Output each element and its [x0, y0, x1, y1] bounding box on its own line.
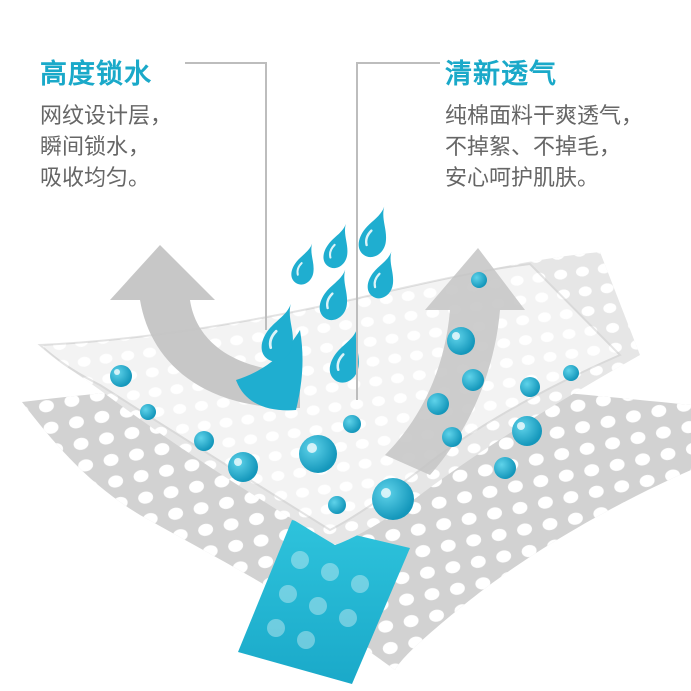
breathable-callout: 清新透气 纯棉面料干爽透气， 不掉絮、不掉毛， 安心呵护肌肤。 — [445, 52, 643, 194]
lock-water-line-2: 瞬间锁水， — [40, 132, 172, 163]
lock-water-line-1: 网纹设计层， — [40, 101, 172, 132]
breathable-title: 清新透气 — [445, 52, 643, 91]
lock-water-callout: 高度锁水 网纹设计层， 瞬间锁水， 吸收均匀。 — [40, 52, 172, 194]
lock-water-title: 高度锁水 — [40, 52, 172, 91]
breathable-line-3: 安心呵护肌肤。 — [445, 163, 643, 194]
lock-water-line-3: 吸收均匀。 — [40, 163, 172, 194]
breathable-line-2: 不掉絮、不掉毛， — [445, 132, 643, 163]
breathable-line-1: 纯棉面料干爽透气， — [445, 101, 643, 132]
